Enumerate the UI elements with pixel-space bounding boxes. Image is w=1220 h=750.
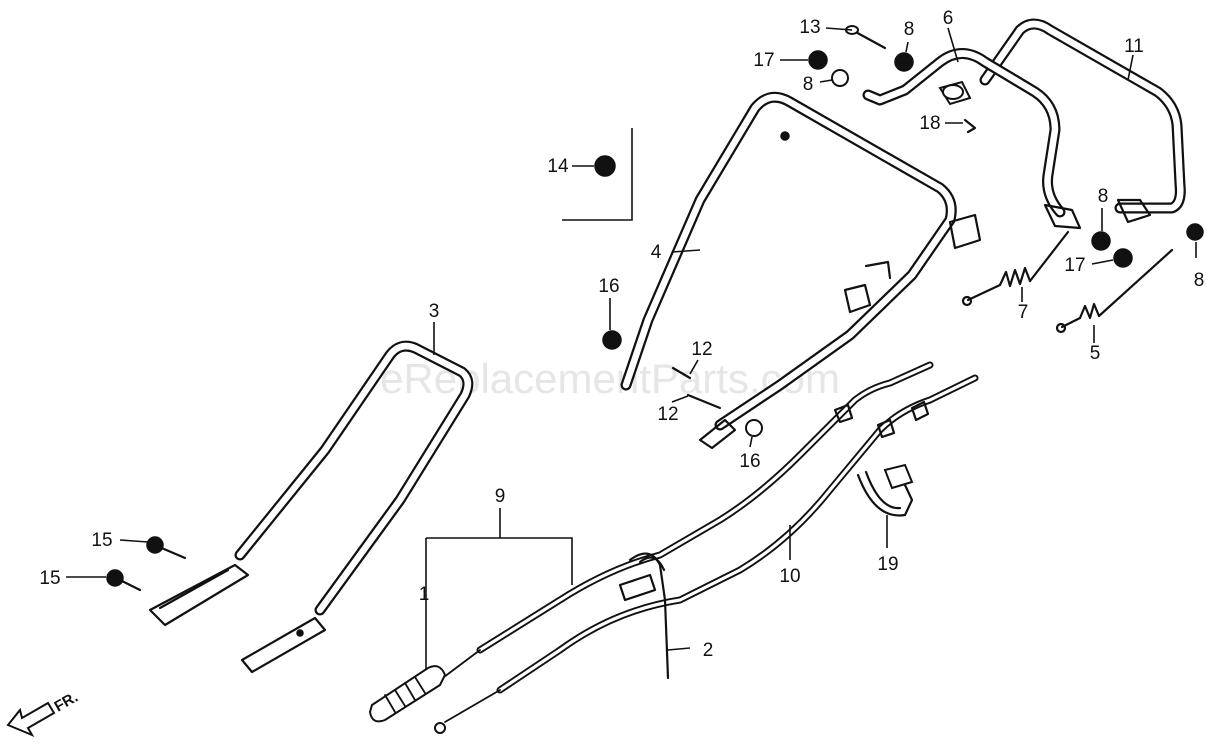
upper-handle-frame: [620, 91, 982, 450]
reference-bracket: [562, 128, 633, 221]
cable-clip: [618, 552, 670, 680]
callout-8-top: 8: [904, 19, 915, 40]
callout-8-mid: 8: [803, 74, 814, 95]
callout-12-top: 12: [691, 339, 712, 360]
callout-5: 5: [1090, 343, 1101, 364]
callout-8-far-right: 8: [1194, 270, 1205, 291]
callout-12-bottom: 12: [657, 404, 678, 425]
callout-8-right: 8: [1098, 186, 1109, 207]
callout-15-top: 15: [91, 530, 112, 551]
callout-labels: 13 8 6 11 17 8 18 14 8 4 17 8 16 7 3 12 …: [39, 8, 1204, 661]
control-cables: [434, 361, 979, 734]
callout-10: 10: [779, 566, 800, 587]
lower-handle: [148, 340, 474, 674]
callout-14: 14: [547, 156, 569, 177]
spring-7: [961, 230, 1070, 307]
callout-4: 4: [651, 242, 662, 263]
spring-5: [1055, 248, 1174, 334]
callout-9: 9: [495, 486, 506, 507]
leader-lines: [66, 27, 1197, 670]
callout-18: 18: [919, 113, 940, 134]
callout-17-top: 17: [753, 50, 774, 71]
callout-6: 6: [943, 8, 954, 29]
front-direction-arrow: FR.: [6, 689, 81, 738]
callout-11: 11: [1124, 36, 1144, 57]
callout-15-bottom: 15: [39, 568, 60, 589]
upper-handle-bar: [979, 18, 1186, 224]
callout-19: 19: [877, 554, 898, 575]
hardware: [106, 25, 1204, 592]
callout-7: 7: [1018, 302, 1029, 323]
callout-16-bottom: 16: [739, 451, 760, 472]
cable-grip: [368, 665, 447, 723]
callout-3: 3: [429, 301, 440, 322]
callout-1: 1: [419, 584, 430, 605]
callout-2: 2: [703, 640, 714, 661]
front-direction-label: FR.: [52, 689, 81, 716]
callout-13: 13: [799, 17, 820, 38]
callout-17-right: 17: [1064, 255, 1085, 276]
cable-clamp: [856, 463, 914, 517]
callout-16-top: 16: [598, 276, 619, 297]
control-lever: [862, 48, 1082, 230]
